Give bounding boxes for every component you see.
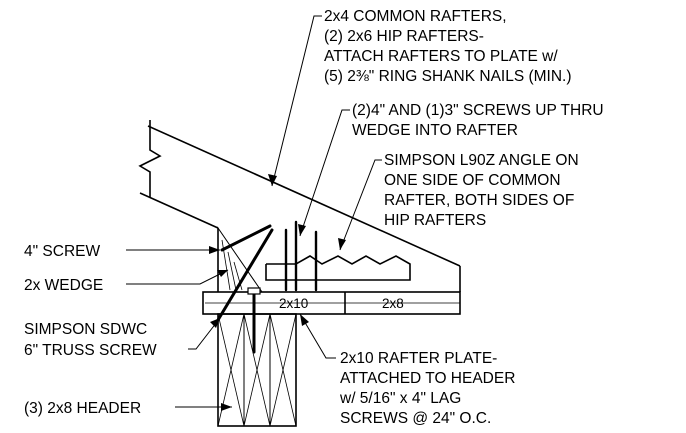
screws-up-line-2: WEDGE INTO RAFTER: [352, 122, 518, 139]
angle-line-1: SIMPSON L90Z ANGLE ON: [384, 152, 579, 169]
callout-rafters: 2x4 COMMON RAFTERS, (2) 2x6 HIP RAFTERS-…: [324, 8, 572, 85]
screws-up-line-1: (2)4" AND (1)3" SCREWS UP THRU: [352, 102, 604, 119]
angle-line-4: HIP RAFTERS: [384, 212, 486, 229]
angle-line-2: ONE SIDE OF COMMON: [384, 172, 561, 189]
rafter-plate: [202, 291, 461, 315]
rafters-line-3: ATTACH RAFTERS TO PLATE w/: [324, 48, 558, 65]
header: [217, 313, 297, 427]
callout-screws-up: (2)4" AND (1)3" SCREWS UP THRU WEDGE INT…: [352, 102, 604, 139]
truss-screw: [216, 228, 274, 322]
rafters-line-2: (2) 2x6 HIP RAFTERS-: [324, 28, 484, 45]
plate-member-1-label: 2x10: [279, 296, 308, 311]
rafter-plate-line-3: w/ 5/16" x 4" LAG: [339, 390, 461, 407]
screw-label: 4" SCREW: [24, 243, 100, 260]
screws: [216, 220, 318, 354]
callout-angle: SIMPSON L90Z ANGLE ON ONE SIDE OF COMMON…: [384, 152, 579, 229]
truss-screw-line-2: 6" TRUSS SCREW: [24, 342, 157, 359]
four-inch-screw: [220, 224, 272, 252]
rafter-plate-line-2: ATTACHED TO HEADER: [340, 370, 515, 387]
callout-rafter-plate: 2x10 RAFTER PLATE- ATTACHED TO HEADER w/…: [339, 350, 515, 427]
leaders: [126, 15, 382, 411]
header-label: (3) 2x8 HEADER: [24, 400, 141, 417]
truss-screw-line-1: SIMPSON SDWC: [24, 321, 147, 338]
rafters-line-1: 2x4 COMMON RAFTERS,: [324, 8, 507, 25]
rafters-line-4: (5) 2⅜" RING SHANK NAILS (MIN.): [324, 68, 572, 85]
rafter-plate-line-4: SCREWS @ 24" O.C.: [340, 410, 491, 427]
member-labels: 2x10 2x8: [279, 296, 404, 311]
rafter-plate-line-1: 2x10 RAFTER PLATE-: [340, 350, 497, 367]
wedge-label: 2x WEDGE: [24, 277, 103, 294]
plate-member-2-label: 2x8: [382, 296, 404, 311]
angle-bracket: [265, 255, 411, 281]
angle-line-3: RAFTER, BOTH SIDES OF: [384, 192, 574, 209]
callout-truss-screw: SIMPSON SDWC 6" TRUSS SCREW: [24, 321, 157, 359]
